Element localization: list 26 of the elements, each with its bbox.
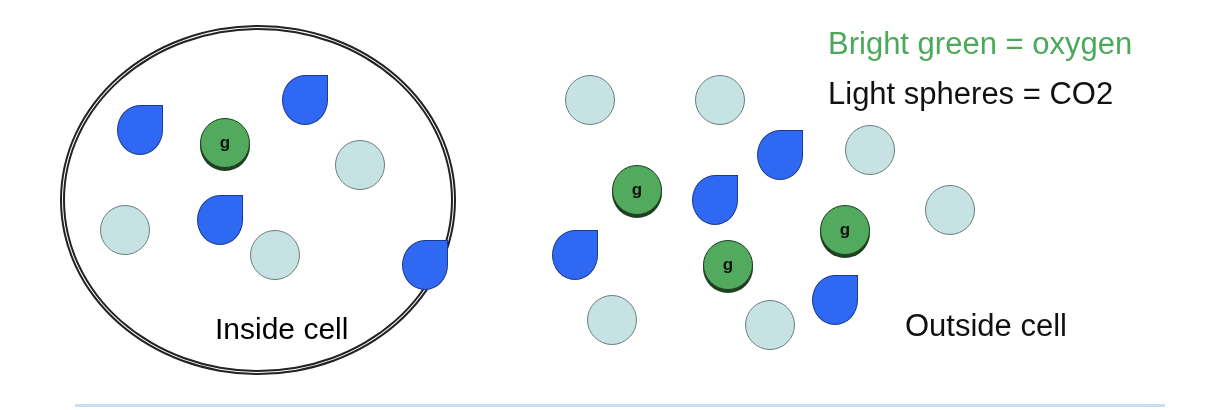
oxygen-molecule: g — [612, 165, 662, 215]
legend-text: Bright green = oxygen — [828, 26, 1133, 62]
legend-text: Light spheres = CO2 — [828, 76, 1114, 112]
water-drop — [117, 105, 163, 155]
oxygen-molecule: g — [703, 240, 753, 290]
oxygen-molecule: g — [820, 205, 870, 255]
oxygen-molecule: g — [200, 118, 250, 168]
co2-sphere — [565, 75, 615, 125]
co2-sphere — [845, 125, 895, 175]
co2-sphere — [335, 140, 385, 190]
water-drop — [197, 195, 243, 245]
water-drop — [757, 130, 803, 180]
cell-outline — [60, 25, 456, 375]
water-drop — [282, 75, 328, 125]
water-drop — [812, 275, 858, 325]
region-label: Outside cell — [905, 308, 1067, 344]
co2-sphere — [695, 75, 745, 125]
co2-sphere — [925, 185, 975, 235]
water-drop — [402, 240, 448, 290]
co2-sphere — [100, 205, 150, 255]
co2-sphere — [250, 230, 300, 280]
cell-label: Inside cell — [215, 312, 349, 346]
water-drop — [552, 230, 598, 280]
co2-sphere — [745, 300, 795, 350]
water-drop — [692, 175, 738, 225]
co2-sphere — [587, 295, 637, 345]
